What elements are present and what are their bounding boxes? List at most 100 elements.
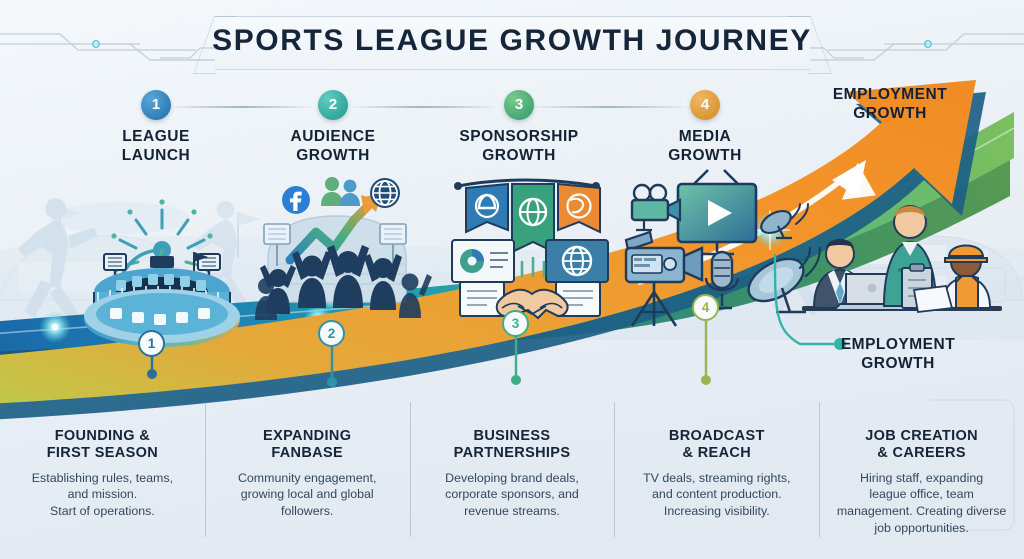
- caption-3-body-line1: Developing brand deals,: [445, 470, 579, 485]
- step-2-badge: 2: [318, 90, 348, 120]
- caption-5-body-line4: job opportunities.: [874, 520, 969, 535]
- step-4-title: MEDIA GROWTH: [620, 128, 790, 166]
- caption-2-body: Community engagement, growing local and …: [219, 470, 396, 520]
- step-3-title-line1: SPONSORSHIP: [459, 128, 579, 145]
- step-2-title-line2: GROWTH: [296, 146, 370, 164]
- caption-column-4[interactable]: BROADCAST & REACH TV deals, streaming ri…: [614, 398, 819, 559]
- step-2-title: AUDIENCE GROWTH: [248, 128, 418, 166]
- curve-marker-2[interactable]: 2: [318, 320, 345, 347]
- caption-4-body-line1: TV deals, streaming rights,: [643, 470, 791, 485]
- caption-1-body-line2: and mission.: [67, 487, 138, 502]
- caption-1-body-line1: Establishing rules, teams,: [31, 470, 173, 485]
- step-3[interactable]: 3 SPONSORSHIP GROWTH: [434, 90, 604, 166]
- caption-3-body-line2: corporate sponsors, and: [445, 487, 579, 502]
- curve-marker-2-circle: 2: [318, 320, 345, 347]
- caption-columns: FOUNDING & FIRST SEASON Establishing rul…: [0, 398, 1024, 559]
- crowd-silhouette: [255, 245, 432, 320]
- step-connector-2-3: [352, 106, 494, 108]
- caption-column-5[interactable]: JOB CREATION & CAREERS Hiring staff, exp…: [819, 398, 1024, 559]
- caption-column-2[interactable]: EXPANDING FANBASE Community engagement, …: [204, 398, 410, 559]
- employment-low-line1: EMPLOYMENT: [840, 336, 956, 353]
- marker-stems: [147, 318, 711, 387]
- caption-4-body-line3: Increasing visibility.: [663, 504, 770, 518]
- people-group-icon: [321, 177, 360, 206]
- film-camera-icon: [630, 183, 682, 232]
- step-connector-3-4: [534, 106, 684, 108]
- caption-1-head-line1: FOUNDING &: [54, 428, 151, 444]
- caption-5-head-line1: JOB CREATION: [865, 428, 978, 444]
- title-plate: [215, 16, 810, 70]
- step-4-title-line2: GROWTH: [668, 146, 742, 164]
- step-3-badge: 3: [504, 90, 534, 120]
- stadium-icon: [84, 199, 240, 347]
- caption-4-body: TV deals, streaming rights, and content …: [628, 470, 805, 520]
- floodlight: [263, 223, 291, 266]
- caption-2-body-line2: growing local and global: [240, 487, 374, 502]
- caption-1-heading: FOUNDING & FIRST SEASON: [14, 428, 191, 463]
- employment-top-line2: GROWTH: [853, 104, 927, 122]
- caption-4-heading: BROADCAST & REACH: [628, 428, 805, 463]
- curve-marker-3-circle: 3: [502, 310, 529, 337]
- caption-3-body: Developing brand deals, corporate sponso…: [424, 470, 601, 520]
- employment-low-line2: GROWTH: [861, 354, 935, 372]
- caption-3-head-line1: BUSINESS: [473, 428, 551, 444]
- caption-5-body-line3: management. Creating diverse: [836, 504, 1007, 518]
- caption-3-heading: BUSINESS PARTNERSHIPS: [424, 428, 601, 463]
- sponsor-banners-icon: [451, 178, 609, 320]
- employment-people-icon: [802, 205, 1002, 313]
- panel-frame: [930, 399, 1015, 531]
- step-4[interactable]: 4 MEDIA GROWTH: [620, 90, 790, 166]
- step-1-title: LEAGUE LAUNCH: [71, 128, 241, 166]
- caption-column-3[interactable]: BUSINESS PARTNERSHIPS Developing brand d…: [409, 398, 615, 559]
- caption-1-head-line2: FIRST SEASON: [46, 445, 159, 462]
- crowd-icon: [255, 177, 432, 320]
- caption-5-body: Hiring staff, expanding league office, t…: [833, 470, 1010, 536]
- employment-growth-label-top: EMPLOYMENT GROWTH: [790, 86, 990, 124]
- step-1-badge: 1: [141, 90, 171, 120]
- step-4-badge: 4: [690, 90, 720, 120]
- caption-3-body-line3: revenue streams.: [464, 504, 560, 518]
- caption-5-head-line2: & CAREERS: [877, 445, 966, 462]
- caption-4-head-line1: BROADCAST: [668, 428, 765, 444]
- curve-marker-4[interactable]: 4: [692, 294, 719, 321]
- caption-5-body-line1: Hiring staff, expanding: [860, 470, 984, 485]
- step-4-title-line1: MEDIA: [678, 128, 732, 145]
- caption-5-heading: JOB CREATION & CAREERS: [833, 428, 1010, 463]
- caption-3-head-line2: PARTNERSHIPS: [453, 445, 571, 462]
- caption-2-head-line2: FANBASE: [271, 445, 344, 462]
- employment-top-line1: EMPLOYMENT: [832, 86, 948, 103]
- caption-1-body-line3: Start of operations.: [50, 504, 155, 518]
- document-icon: [545, 239, 609, 317]
- caption-2-body-line1: Community engagement,: [237, 470, 377, 485]
- video-camera-tripod-icon: [624, 230, 704, 327]
- step-2[interactable]: 2 AUDIENCE GROWTH: [248, 90, 418, 166]
- facebook-icon: [282, 186, 310, 214]
- document-icon: [451, 239, 515, 317]
- globe-icon: [370, 178, 400, 208]
- microphone-icon: [704, 250, 740, 310]
- step-3-title: SPONSORSHIP GROWTH: [434, 128, 604, 166]
- employment-growth-label-lower: EMPLOYMENT GROWTH: [800, 336, 996, 374]
- employment-connector: [773, 253, 846, 350]
- step-3-title-line2: GROWTH: [482, 146, 556, 164]
- step-1-title-line2: LAUNCH: [121, 146, 191, 164]
- header-band: SPORTS LEAGUE GROWTH JOURNEY: [0, 0, 1024, 86]
- step-2-title-line1: AUDIENCE: [290, 128, 376, 145]
- curve-marker-1-circle: 1: [138, 330, 165, 357]
- caption-4-head-line2: & REACH: [682, 445, 752, 462]
- curve-marker-1[interactable]: 1: [138, 330, 165, 357]
- caption-1-body: Establishing rules, teams, and mission. …: [14, 470, 191, 520]
- floodlight: [379, 223, 407, 266]
- caption-column-1[interactable]: FOUNDING & FIRST SEASON Establishing rul…: [0, 398, 205, 559]
- page-title: SPORTS LEAGUE GROWTH JOURNEY: [212, 24, 812, 57]
- caption-4-body-line2: and content production.: [652, 487, 782, 502]
- step-1[interactable]: 1 LEAGUE LAUNCH: [71, 90, 241, 166]
- caption-2-body-line3: followers.: [281, 504, 334, 518]
- curve-marker-3[interactable]: 3: [502, 310, 529, 337]
- caption-2-head-line1: EXPANDING: [263, 428, 352, 444]
- caption-5-body-line2: league office, team: [869, 487, 974, 502]
- satellite-dish-icon: [760, 203, 809, 240]
- curve-marker-4-circle: 4: [692, 294, 719, 321]
- step-1-title-line1: LEAGUE: [122, 128, 190, 145]
